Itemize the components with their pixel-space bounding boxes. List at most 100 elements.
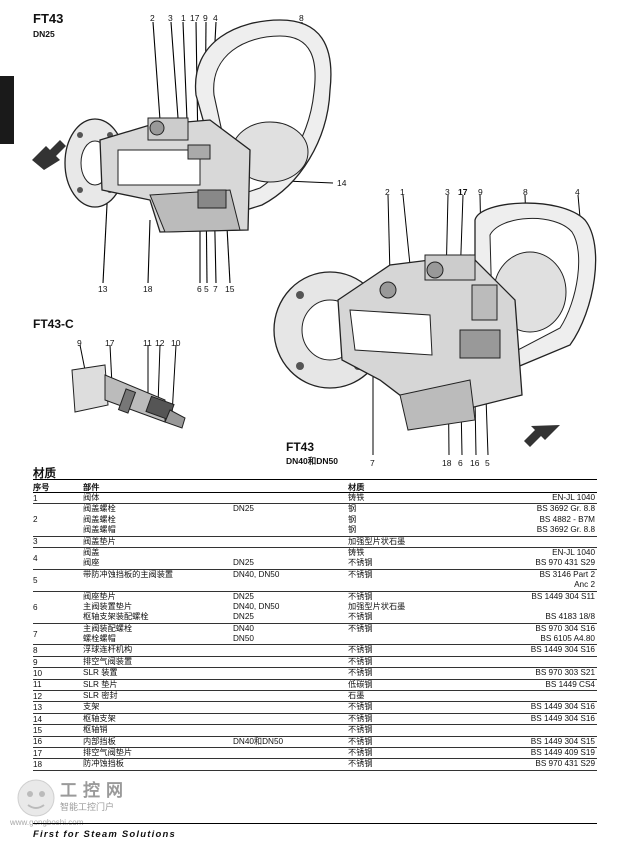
- item-number: 11: [33, 680, 42, 690]
- material-name: 不锈钢: [348, 645, 373, 655]
- callout-2: 2: [150, 13, 155, 23]
- part-name: 阀盖垫片: [83, 536, 116, 546]
- size-range: DN25: [233, 504, 254, 514]
- callout-l-16: 16: [470, 458, 480, 468]
- material-name: 不锈钢: [348, 713, 373, 723]
- material-spec: BS 3692 Gr. 8.8: [536, 504, 595, 514]
- part-name: 内部挡板: [83, 736, 116, 746]
- callout-l-4: 4: [575, 187, 580, 197]
- size-range: DN25: [233, 591, 254, 601]
- item-number: 1: [33, 493, 38, 503]
- item-number: 13: [33, 703, 43, 713]
- callout-c-10: 10: [171, 338, 181, 348]
- callout-7: 7: [213, 284, 218, 294]
- part-name: 排空气阀垫片: [83, 747, 133, 757]
- table-row: Anc 2: [33, 580, 597, 590]
- part-name: 防冲蚀挡板: [83, 759, 124, 769]
- material-spec: BS 1449 304 S16: [530, 645, 595, 655]
- item-number: 6: [33, 602, 38, 612]
- material-spec: BS 1449 304 S16: [530, 713, 595, 723]
- callout-4: 4: [213, 13, 218, 23]
- size-range: DN25: [233, 612, 254, 622]
- part-name: 螺栓螺帽: [83, 634, 116, 644]
- material-spec: BS 1449 CS4: [545, 679, 595, 689]
- header-material: 材质: [348, 483, 365, 492]
- part-name: 枢轴销: [83, 725, 108, 735]
- part-name: 阀盖螺栓: [83, 504, 116, 514]
- callout-l-7: 7: [370, 458, 375, 468]
- callout-5: 5: [204, 284, 209, 294]
- part-name: 枢轴支架: [83, 713, 116, 723]
- part-name: 枢轴支架装配螺栓: [83, 612, 149, 622]
- figure1-drawing: [32, 19, 334, 284]
- size-range: DN40, DN50: [233, 569, 280, 579]
- material-name: 不锈钢: [348, 736, 373, 746]
- material-spec: BS 1449 304 S15: [530, 736, 595, 746]
- header-no: 序号: [33, 483, 50, 492]
- material-name: 不锈钢: [348, 747, 373, 757]
- callout-9: 9: [203, 13, 208, 23]
- table-row: 阀盖垫片加强型片状石墨: [33, 537, 597, 547]
- item-number: 2: [33, 515, 38, 525]
- material-name: 加强型片状石墨: [348, 601, 406, 611]
- material-name: 不锈钢: [348, 623, 373, 633]
- material-spec: BS 3692 Gr. 8.8: [536, 525, 595, 535]
- item-number: 12: [33, 691, 43, 701]
- callout-l-8: 8: [523, 187, 528, 197]
- part-name: 带防冲蚀挡板的主阀装置: [83, 569, 174, 579]
- part-name: 阀座: [83, 558, 100, 568]
- part-name: 阀体: [83, 493, 100, 502]
- part-name: 阀座垫片: [83, 591, 116, 601]
- table-row: 枢轴支架 不锈钢 BS 1449 304 S16: [33, 714, 597, 724]
- material-name: 钢: [348, 514, 357, 524]
- material-spec: BS 970 431 S29: [535, 759, 595, 769]
- item-number: 3: [33, 537, 38, 547]
- gongboshi-watermark: [17, 779, 55, 817]
- figure2-drawing: [71, 344, 186, 429]
- figure3-drawing: [273, 194, 597, 456]
- part-name: SLR 垫片: [83, 679, 118, 689]
- part-name: 支架: [83, 702, 100, 712]
- callout-13: 13: [98, 284, 108, 294]
- material-name: 不锈钢: [348, 656, 373, 666]
- section-tab-marker: [0, 76, 14, 144]
- figure2-title: FT43-C: [33, 317, 74, 331]
- part-name: 主阀装配螺栓: [83, 623, 133, 633]
- material-spec: BS 6105 A4.80: [540, 634, 595, 644]
- part-name: SLR 密封: [83, 691, 118, 701]
- material-spec: BS 1449 304 S11: [531, 591, 595, 601]
- item-number: 15: [33, 725, 43, 735]
- material-spec: BS 970 431 S29: [535, 558, 595, 568]
- material-spec: BS 3146 Part 2: [539, 569, 595, 579]
- material-spec: BS 4183 18/8: [545, 612, 595, 622]
- part-name: SLR 装置: [83, 668, 118, 678]
- callout-c-12: 12: [155, 338, 165, 348]
- watermark-slogan: 智能工控门户: [60, 802, 115, 812]
- item-number: 7: [33, 629, 38, 639]
- callout-l-3: 3: [445, 187, 450, 197]
- material-name: 铸铁: [348, 547, 365, 557]
- size-range: DN40, DN50: [233, 601, 280, 611]
- callout-3: 3: [168, 13, 173, 23]
- material-spec: BS 1449 304 S16: [530, 702, 595, 712]
- material-name: 铸铁: [348, 493, 365, 502]
